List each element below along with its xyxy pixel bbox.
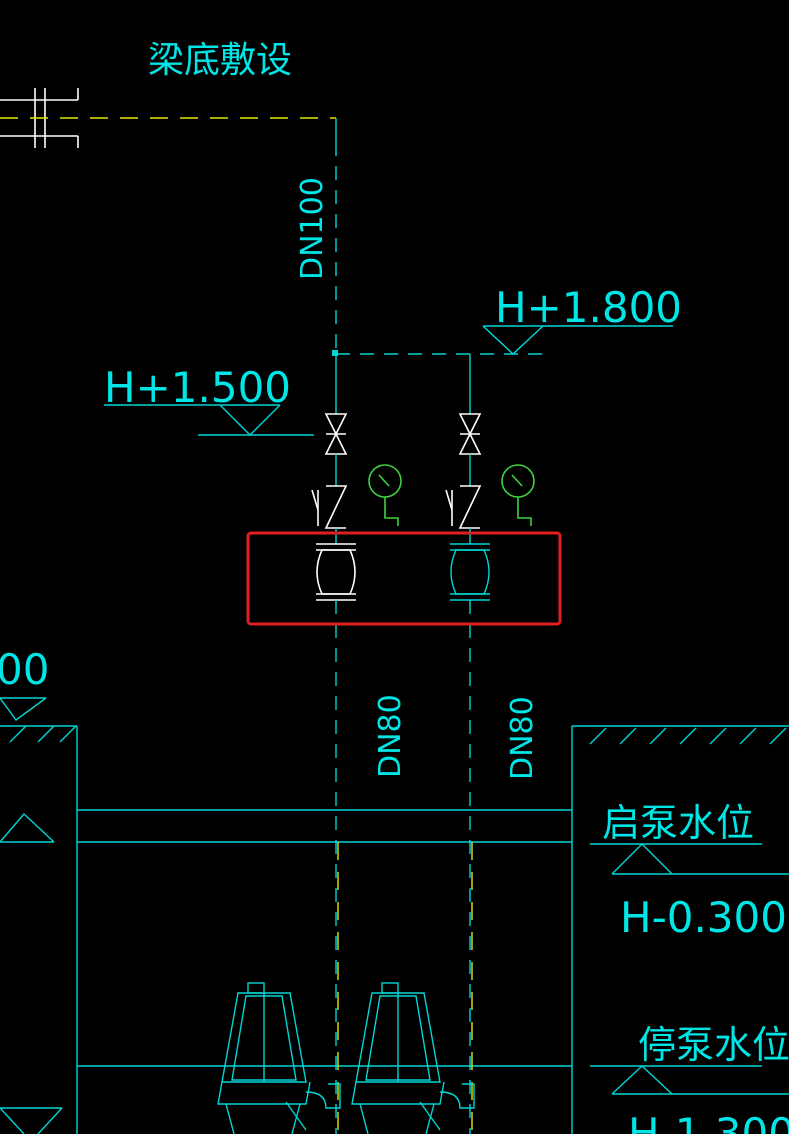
stop-level-label: H-1.300 <box>628 1109 789 1134</box>
level-marker-1800 <box>482 325 673 355</box>
stop-pump-label: 停泵水位 <box>638 1023 789 1067</box>
check-valve-right <box>458 485 482 529</box>
level-1500-label: H+1.500 <box>104 363 291 412</box>
gate-valve-left <box>324 413 348 455</box>
pump-body-left <box>316 549 356 595</box>
submersible-pump-left <box>217 982 341 1134</box>
pipe-right-label: DN80 <box>505 696 540 780</box>
check-valve-left <box>324 485 348 529</box>
branch-left <box>311 354 402 1134</box>
level-marker-1500 <box>104 404 314 436</box>
left-tank-wall <box>0 725 78 1134</box>
submersible-pump-right <box>351 982 475 1134</box>
pump-body-right <box>450 549 490 595</box>
right-tank-wall <box>571 725 789 1134</box>
gate-valve-right <box>458 413 482 455</box>
stop-level-marker <box>590 1065 789 1095</box>
highlight-box <box>246 531 562 626</box>
start-pump-label: 启泵水位 <box>602 801 754 845</box>
branch-right <box>445 354 535 1134</box>
start-level-label: H-0.300 <box>620 893 787 942</box>
junction-node <box>332 350 338 356</box>
partial-level-marker <box>0 697 47 721</box>
partial-level-label: 00 <box>0 645 49 694</box>
pipe-left-label: DN80 <box>373 694 408 778</box>
level-1800-label: H+1.800 <box>495 283 682 332</box>
beam-note-label: 梁底敷设 <box>148 40 292 81</box>
pipe-main-label: DN100 <box>295 177 330 280</box>
start-level-marker <box>590 843 789 875</box>
